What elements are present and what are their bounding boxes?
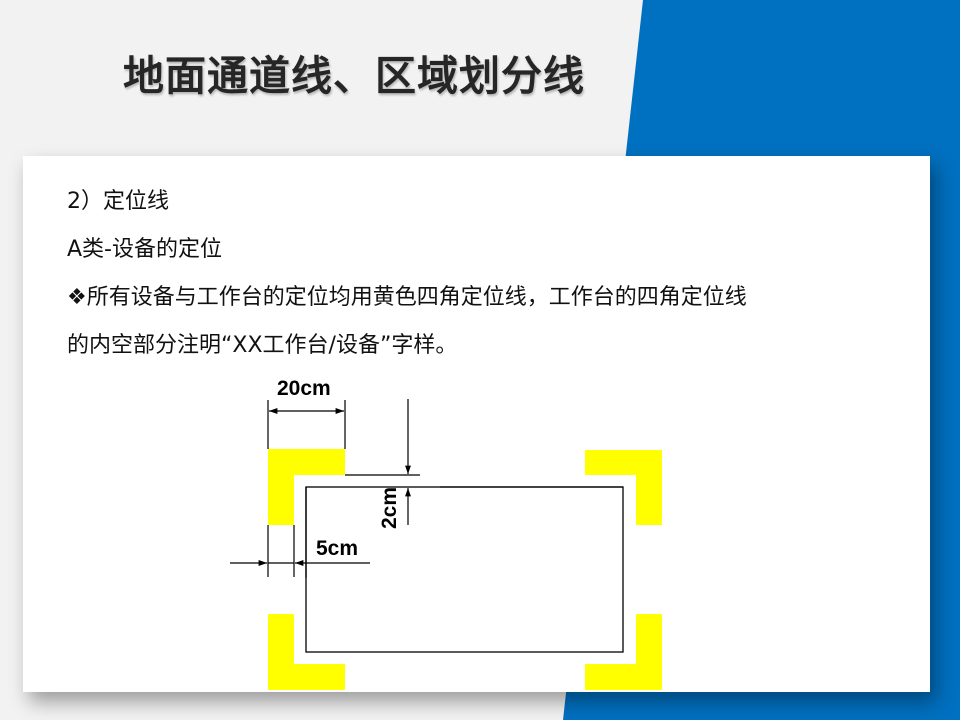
equipment-outline xyxy=(305,486,624,653)
page-title: 地面通道线、区域划分线 xyxy=(123,52,585,100)
dimension-label-length: 20cm xyxy=(277,377,331,400)
bullet-line-2: 的内空部分注明“XX工作台/设备”字样。 xyxy=(67,333,458,358)
corner-markers xyxy=(268,449,662,690)
section-heading: 2）定位线 xyxy=(67,189,169,214)
dimension-label-gap: 2cm xyxy=(378,487,401,529)
body-text: 2）定位线 A类-设备的定位 ❖所有设备与工作台的定位均用黄色四角定位线，工作台… xyxy=(67,178,907,370)
corner-marker-bottom-left xyxy=(268,614,345,690)
corner-marker-bottom-right xyxy=(585,614,662,690)
content-card: 2）定位线 A类-设备的定位 ❖所有设备与工作台的定位均用黄色四角定位线，工作台… xyxy=(23,156,930,692)
corner-marker-top-left xyxy=(268,449,345,525)
dimension-2cm xyxy=(345,399,420,525)
dimension-20cm xyxy=(267,400,346,449)
dimension-5cm xyxy=(230,525,370,577)
dimension-label-width: 5cm xyxy=(316,537,358,560)
subsection-heading: A类-设备的定位 xyxy=(67,237,222,262)
bullet-line-1: ❖所有设备与工作台的定位均用黄色四角定位线，工作台的四角定位线 xyxy=(67,285,747,310)
corner-marker-top-right xyxy=(585,450,662,525)
